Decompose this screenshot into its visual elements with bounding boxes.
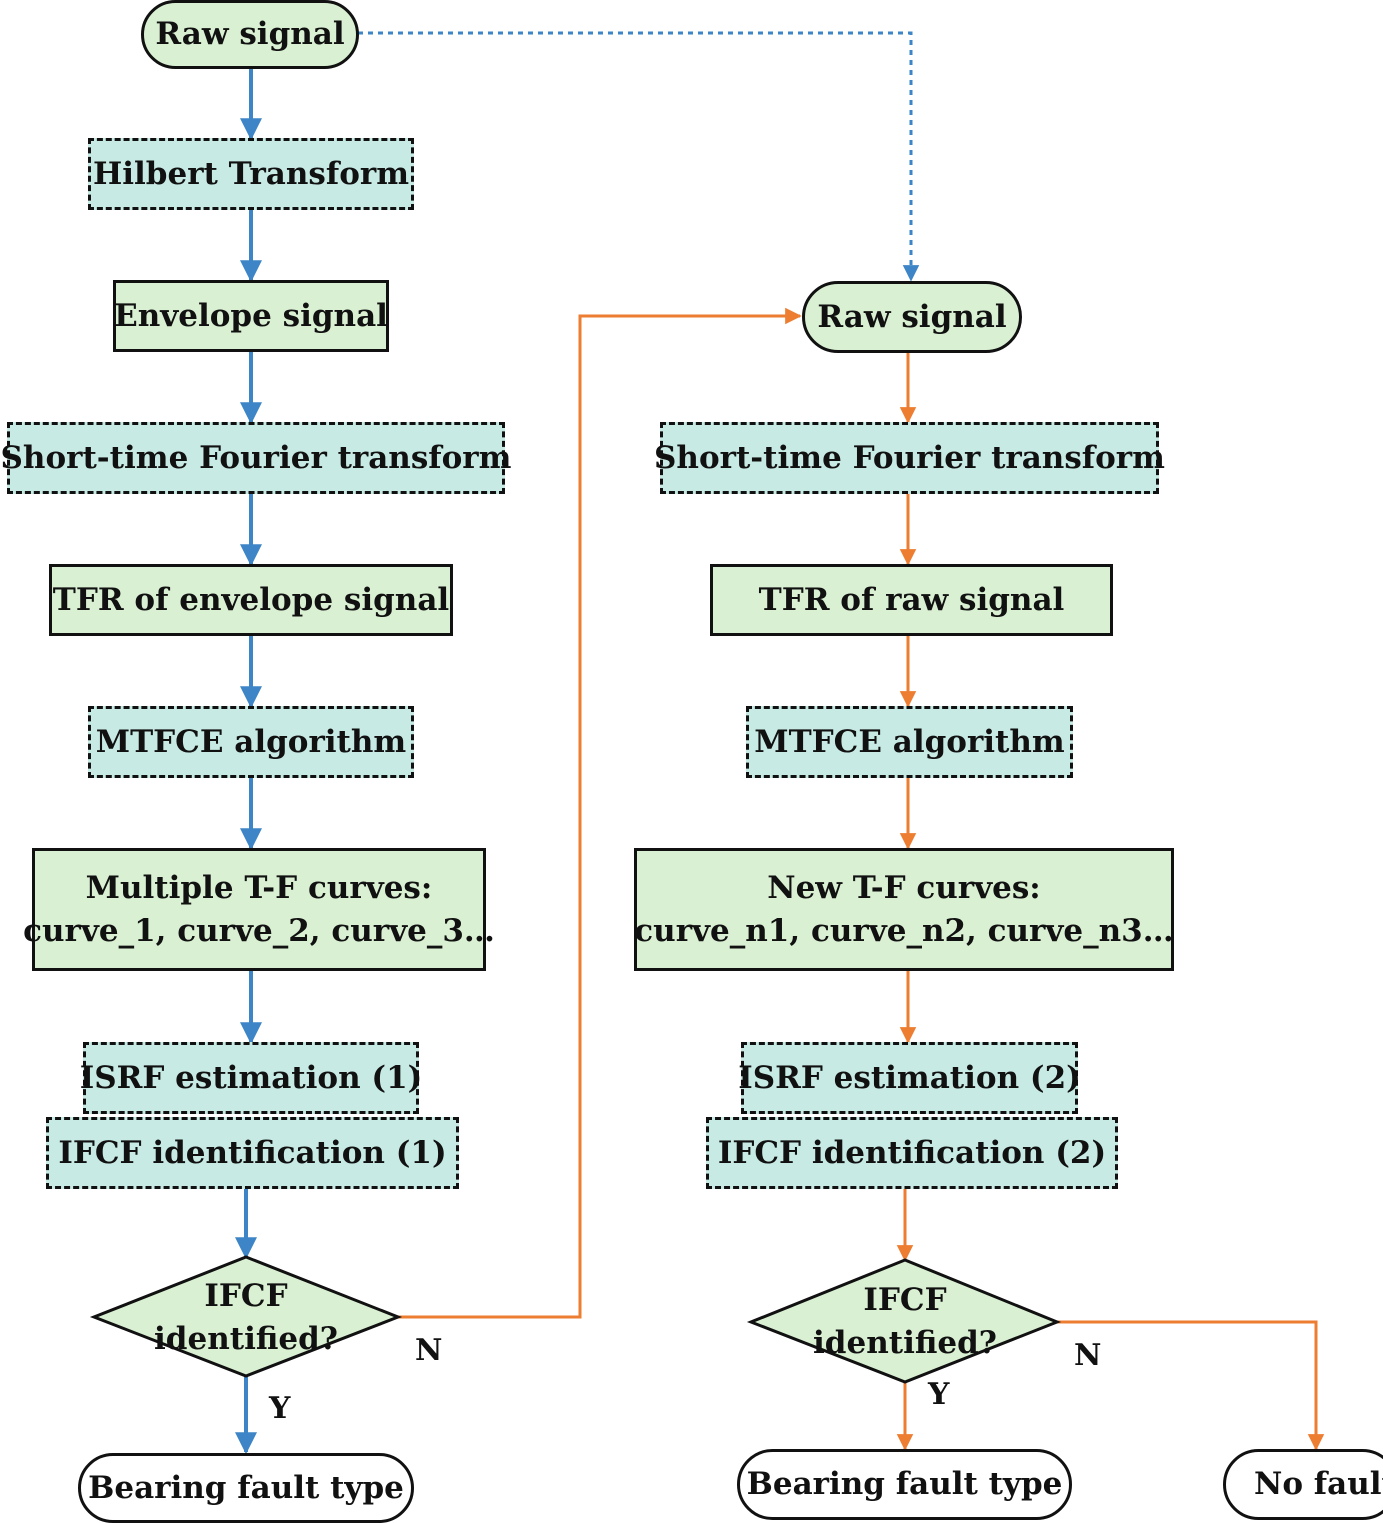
left-ifcf-box: IFCF identification (1) (46, 1117, 459, 1189)
right-curves-line2: curve_n1, curve_n2, curve_n3… (634, 912, 1174, 949)
right-start-terminal: Raw signal (802, 281, 1022, 353)
right-stft-label: Short-time Fourier transform (654, 439, 1165, 476)
right-mtfce-box: MTFCE algorithm (746, 706, 1073, 778)
arrow-raw-to-raw-dotted (358, 31, 920, 282)
left-end-label: Bearing fault type (88, 1469, 404, 1506)
right-decision-text: IFCF identified? (805, 1279, 1005, 1365)
right-curves-line1: New T-F curves: (767, 869, 1041, 906)
right-tfr-label: TFR of raw signal (758, 581, 1065, 618)
right-end-label: Bearing fault type (746, 1466, 1063, 1502)
no-fault-terminal: No fault (1223, 1449, 1383, 1520)
right-tfr-box: TFR of raw signal (710, 564, 1113, 636)
left-decision-diamond (89, 1255, 403, 1378)
arrow-r-decision-no (1057, 1320, 1325, 1451)
left-end-terminal: Bearing fault type (78, 1453, 414, 1523)
no-fault-label: No fault (1254, 1466, 1383, 1502)
left-curves-line2: curve_1, curve_2, curve_3… (23, 912, 495, 949)
right-start-label: Raw signal (817, 298, 1007, 335)
left-connectors (235, 69, 262, 1455)
right-end-terminal: Bearing fault type (737, 1449, 1072, 1520)
right-ifcf-box: IFCF identification (2) (706, 1117, 1118, 1189)
left-start-terminal: Raw signal (141, 0, 359, 69)
right-stft-box: Short-time Fourier transform (654, 422, 1165, 494)
right-ifcf-label: IFCF identification (2) (717, 1134, 1107, 1171)
arrow-left-no-loop (398, 307, 802, 1319)
left-mtfce-label: MTFCE algorithm (95, 723, 407, 760)
left-decision-line1: IFCF (204, 1278, 288, 1314)
right-decision-line1: IFCF (863, 1282, 947, 1318)
left-ifcf-label: IFCF identification (1) (58, 1134, 447, 1171)
left-decision-text: IFCF identified? (146, 1275, 346, 1361)
left-mtfce-box: MTFCE algorithm (88, 706, 414, 778)
left-tfr-label: TFR of envelope signal (52, 581, 450, 618)
left-stft-label: Short-time Fourier transform (0, 439, 512, 476)
left-tfr-box: TFR of envelope signal (49, 564, 453, 636)
left-curves-box: Multiple T-F curves: curve_1, curve_2, c… (23, 848, 495, 971)
left-isrf-box: ISRF estimation (1) (80, 1042, 422, 1114)
right-curves-box: New T-F curves: curve_n1, curve_n2, curv… (634, 848, 1174, 971)
right-yes-label: Y (928, 1377, 950, 1412)
left-start-label: Raw signal (155, 16, 345, 52)
left-isrf-label: ISRF estimation (1) (79, 1059, 423, 1096)
left-decision-line2: identified? (154, 1321, 338, 1357)
right-mtfce-label: MTFCE algorithm (754, 723, 1065, 760)
left-yes-label: Y (269, 1391, 291, 1426)
left-hilbert-box: Hilbert Transform (88, 138, 414, 210)
right-decision-line2: identified? (813, 1325, 997, 1361)
right-connectors (398, 307, 1325, 1451)
left-envelope-label: Envelope signal (114, 297, 388, 334)
left-envelope-box: Envelope signal (113, 280, 389, 352)
left-no-label: N (415, 1333, 443, 1368)
left-curves-line1: Multiple T-F curves: (85, 869, 433, 906)
right-isrf-box: ISRF estimation (2) (738, 1042, 1081, 1114)
left-hilbert-label: Hilbert Transform (92, 155, 410, 192)
right-no-label: N (1074, 1338, 1102, 1373)
left-stft-box: Short-time Fourier transform (1, 422, 511, 494)
right-isrf-label: ISRF estimation (2) (738, 1059, 1081, 1096)
right-decision-diamond (746, 1258, 1062, 1384)
